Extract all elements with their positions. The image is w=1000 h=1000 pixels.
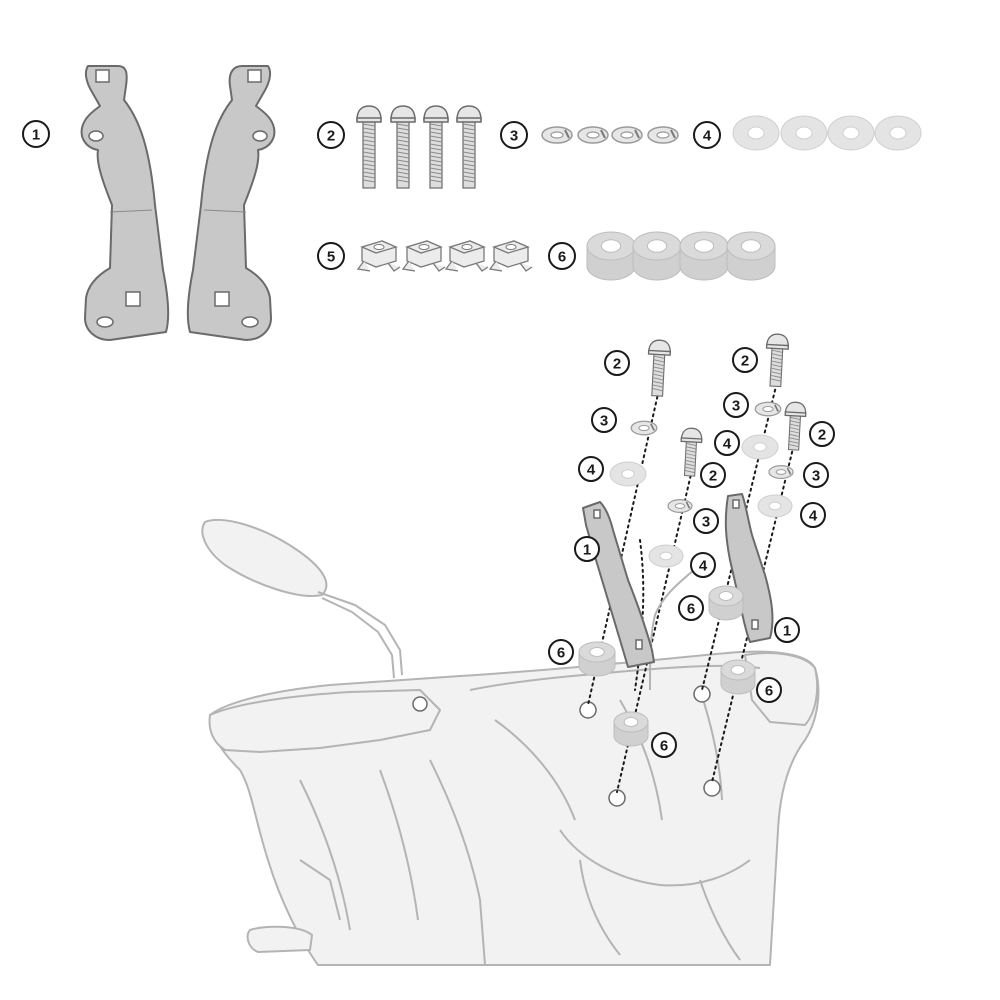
svg-text:1: 1 (32, 127, 40, 144)
spacer-icon (586, 231, 636, 281)
svg-text:6: 6 (765, 683, 773, 700)
svg-text:3: 3 (732, 398, 740, 415)
bracket-pair (80, 65, 276, 341)
part-callout: 2 (809, 421, 835, 447)
part-callout: 5 (317, 242, 345, 270)
spacer-row (586, 231, 776, 281)
lock-washer-icon (577, 126, 609, 144)
part-callout: 3 (591, 407, 617, 433)
screw-icon (423, 105, 449, 189)
svg-text:4: 4 (703, 128, 712, 145)
part-callout: 4 (800, 502, 826, 528)
part-callout: 6 (678, 595, 704, 621)
washer-icon (732, 115, 780, 151)
lock-washer-icon (647, 126, 679, 144)
part-callout: 1 (574, 536, 600, 562)
part-callout: 2 (732, 347, 758, 373)
part-callout: 3 (803, 462, 829, 488)
bracket-icon (80, 65, 170, 341)
part-callout: 6 (548, 242, 576, 270)
svg-text:3: 3 (702, 514, 710, 531)
cage-nut-icon (444, 240, 489, 272)
cage-nut-icon (488, 240, 533, 272)
part-callout: 4 (693, 121, 721, 149)
part-callout: 1 (22, 120, 50, 148)
screw-icon (356, 105, 382, 189)
washer-icon (780, 115, 828, 151)
svg-text:4: 4 (699, 558, 708, 575)
svg-text:6: 6 (557, 645, 565, 662)
svg-text:2: 2 (741, 353, 749, 370)
part-callout: 4 (690, 552, 716, 578)
part-callout: 3 (500, 121, 528, 149)
washer-icon (648, 544, 684, 568)
flat-washer-row (732, 115, 922, 151)
part-callout: 6 (651, 732, 677, 758)
screw-icon (784, 401, 807, 451)
svg-text:4: 4 (809, 508, 818, 525)
spacer-icon (720, 659, 756, 695)
svg-text:3: 3 (600, 413, 608, 430)
spacer-icon (708, 585, 744, 621)
svg-text:2: 2 (327, 128, 335, 145)
part-callout: 2 (700, 462, 726, 488)
bracket-icon (724, 493, 774, 643)
cage-nut-icon (401, 240, 446, 272)
svg-text:1: 1 (783, 623, 791, 640)
screw-icon (456, 105, 482, 189)
part-callout: 6 (756, 677, 782, 703)
bracket-icon (582, 501, 655, 668)
lock-washer-row (541, 126, 679, 144)
exploded-assembly (578, 333, 807, 793)
screw-row (356, 105, 482, 189)
washer-icon (741, 434, 779, 460)
bracket-icon (186, 65, 276, 341)
spacer-icon (726, 231, 776, 281)
svg-text:4: 4 (587, 462, 596, 479)
cage-nut-row (356, 240, 533, 272)
washer-icon (757, 494, 793, 518)
screw-icon (390, 105, 416, 189)
motorcycle-icon (201, 518, 820, 966)
washer-icon (874, 115, 922, 151)
part-callout: 3 (723, 392, 749, 418)
lock-washer-icon (667, 498, 693, 514)
lock-washer-icon (611, 126, 643, 144)
svg-text:1: 1 (583, 542, 591, 559)
svg-text:2: 2 (818, 427, 826, 444)
screw-icon (765, 333, 790, 388)
spacer-icon (578, 641, 616, 677)
spacer-icon (679, 231, 729, 281)
svg-text:6: 6 (660, 738, 668, 755)
lock-washer-icon (541, 126, 573, 144)
spacer-icon (632, 231, 682, 281)
svg-text:6: 6 (687, 601, 695, 618)
part-callout: 3 (693, 508, 719, 534)
part-callout: 4 (714, 430, 740, 456)
spacer-icon (613, 711, 649, 747)
part-callout: 4 (578, 456, 604, 482)
screw-icon (647, 339, 672, 397)
svg-text:2: 2 (709, 468, 717, 485)
lock-washer-icon (754, 401, 782, 417)
lock-washer-icon (630, 420, 658, 436)
svg-text:5: 5 (327, 249, 335, 266)
part-callout: 1 (774, 617, 800, 643)
washer-icon (827, 115, 875, 151)
cage-nut-icon (356, 240, 401, 272)
part-callout: 6 (548, 639, 574, 665)
svg-text:3: 3 (510, 128, 518, 145)
lock-washer-icon (768, 464, 794, 480)
screw-icon (680, 427, 703, 477)
washer-icon (609, 461, 647, 487)
part-callout: 2 (604, 350, 630, 376)
svg-text:2: 2 (613, 356, 621, 373)
part-callout: 2 (317, 121, 345, 149)
svg-text:4: 4 (723, 436, 732, 453)
svg-text:6: 6 (558, 249, 566, 266)
svg-text:3: 3 (812, 468, 820, 485)
